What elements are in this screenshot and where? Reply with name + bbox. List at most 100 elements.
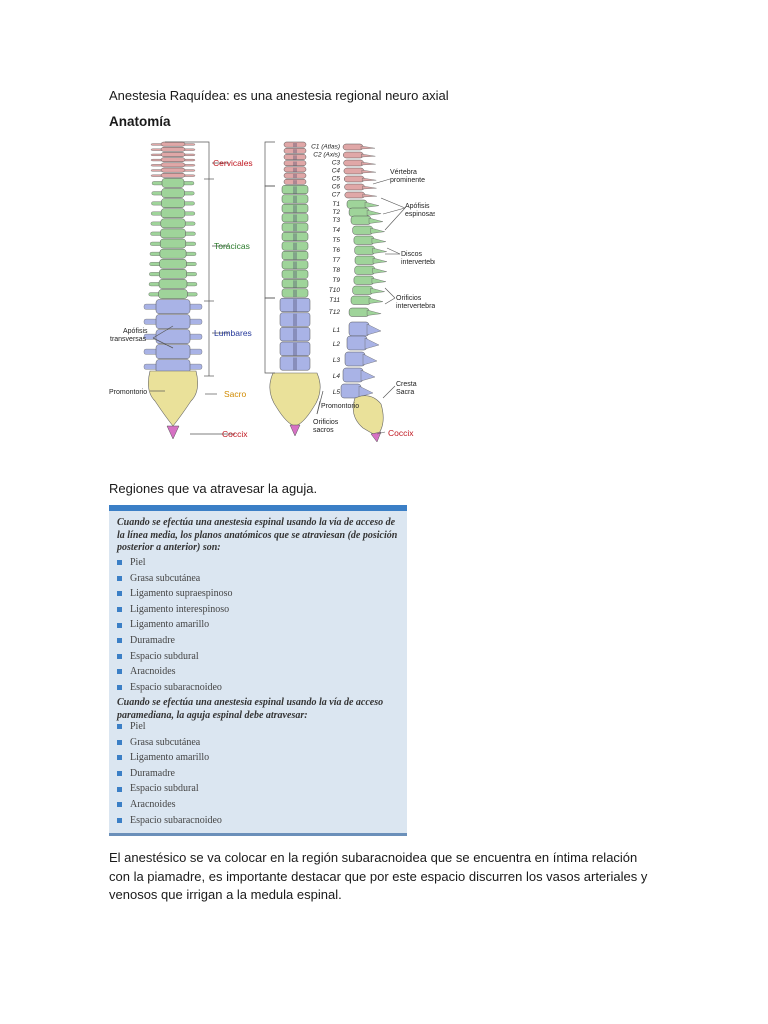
vertebra-body — [348, 207, 370, 217]
label-orificios-2: sacros — [313, 427, 334, 434]
list-item-label: Duramadre — [130, 767, 175, 779]
vertebra-body — [354, 255, 376, 265]
coccyx — [370, 431, 382, 443]
label-promontorio-middle: Promontorio — [321, 403, 359, 410]
vertebra-label: T2 — [332, 209, 340, 216]
spinous-process — [293, 357, 297, 371]
vertebra-label: T8 — [332, 267, 340, 274]
vertebra-body — [343, 167, 365, 175]
list-item-label: Espacio subdural — [130, 650, 199, 662]
box-intro-paramedian: Cuando se efectúa una anestesia espinal … — [117, 697, 384, 721]
final-paragraph: El anestésico se va colocar en la región… — [109, 850, 648, 903]
vertebra-label: T7 — [332, 257, 340, 264]
vertebra-arch — [281, 279, 309, 289]
vertebra-label: T1 — [332, 201, 340, 208]
spinous-process — [293, 180, 297, 185]
vertebra-arch — [283, 141, 307, 148]
lateral-spine-view — [340, 143, 388, 443]
vertebra-arch — [281, 232, 309, 242]
square-bullet-icon — [117, 786, 122, 792]
vertebra-arch — [281, 222, 309, 232]
vertebra-labels: C1 (Atlas)C2 (Axis)C3C4C5C6C7T1T2T3T4T5T… — [311, 144, 340, 396]
vertebra-body — [160, 208, 186, 219]
vertebra-arch — [283, 172, 307, 179]
spinous-process — [368, 217, 384, 224]
square-bullet-icon — [117, 669, 122, 675]
label-apofisis-2: transversas — [110, 336, 147, 343]
list-item-label: Aracnoides — [130, 666, 176, 678]
spinous-process — [293, 149, 297, 154]
list-item: Ligamento amarillo — [117, 750, 222, 766]
sacrum — [352, 395, 384, 437]
vertebra-label: T12 — [329, 309, 341, 316]
spinous-process — [370, 287, 385, 294]
list-item: Espacio subdural — [117, 781, 222, 797]
vertebra-body — [344, 351, 366, 367]
vertebra-body — [350, 215, 372, 225]
vertebra-body — [354, 265, 375, 275]
list-item-label: Grasa subcutánea — [130, 572, 201, 584]
vertebra-body — [159, 258, 187, 269]
vertebra-arch — [283, 147, 307, 154]
spinous-process — [362, 353, 378, 366]
spinous-process — [293, 143, 297, 148]
vertebra-arch — [281, 241, 309, 251]
front-spine-view — [143, 141, 203, 440]
sacrum — [148, 370, 198, 427]
list-item-label: Piel — [130, 721, 146, 732]
spinous-process — [293, 186, 297, 194]
list-item: Duramadre — [117, 766, 222, 782]
square-bullet-icon — [117, 817, 122, 823]
vertebra-body — [353, 235, 375, 245]
vertebra-label: T5 — [332, 237, 340, 244]
vertebra-body — [353, 275, 375, 285]
vertebra-arch — [281, 194, 309, 204]
spinous-process — [293, 161, 297, 166]
spinous-process — [293, 289, 297, 298]
side-leaders — [372, 178, 406, 435]
list-item-label: Ligamento interespinoso — [130, 603, 230, 615]
spinous-process — [293, 242, 297, 251]
list-item: Ligamento supraespinoso — [117, 586, 232, 602]
vertebra-arch — [281, 203, 309, 213]
list-item-label: Duramadre — [130, 634, 175, 646]
vertebra-body — [160, 141, 186, 147]
spinous-process — [371, 277, 386, 284]
list-item-label: Espacio subaracnoideo — [130, 681, 222, 693]
spinous-process — [293, 261, 297, 269]
vertebra-arch — [283, 154, 307, 160]
label-vertebra-2: prominente — [390, 177, 425, 184]
vertebra-arch — [281, 250, 309, 260]
square-bullet-icon — [117, 560, 122, 566]
square-bullet-icon — [117, 653, 122, 659]
vertebra-label: T3 — [332, 217, 340, 224]
vertebra-label: L5 — [333, 389, 341, 396]
title-line: Anestesia Raquídea: es una anestesia reg… — [109, 88, 449, 103]
list-item-label: Ligamento supraespinoso — [130, 588, 233, 600]
spinous-process — [293, 328, 297, 341]
square-bullet-icon — [117, 771, 122, 777]
label-apofisis-esp-2: espinosas — [405, 211, 435, 218]
vertebra-body — [158, 279, 188, 289]
label-apofisis-esp-1: Apófisis — [405, 203, 430, 210]
vertebra-body — [344, 191, 366, 199]
spinous-process — [361, 153, 376, 158]
vertebra-body — [161, 178, 185, 188]
vertebra-label: C4 — [332, 168, 341, 175]
middle-brackets — [264, 141, 324, 415]
label-orificios-int-2: intervertebrales — [396, 303, 435, 310]
label-discos-2: intervertebrales — [401, 259, 435, 266]
vertebra-body — [346, 199, 368, 209]
vertebra-body — [155, 314, 191, 329]
vertebra-body — [160, 146, 186, 152]
spinous-process — [293, 271, 297, 279]
list-item-label: Espacio subaracnoideo — [130, 814, 222, 826]
vertebra-arch — [281, 269, 309, 279]
square-bullet-icon — [117, 591, 122, 597]
vertebra-label: L4 — [333, 373, 341, 380]
vertebra-label: L1 — [333, 327, 341, 334]
list-item-label: Piel — [130, 557, 146, 568]
vertebra-body — [160, 218, 186, 229]
label-coccix-side: Coccix — [388, 428, 414, 438]
vertebra-body — [340, 383, 362, 399]
